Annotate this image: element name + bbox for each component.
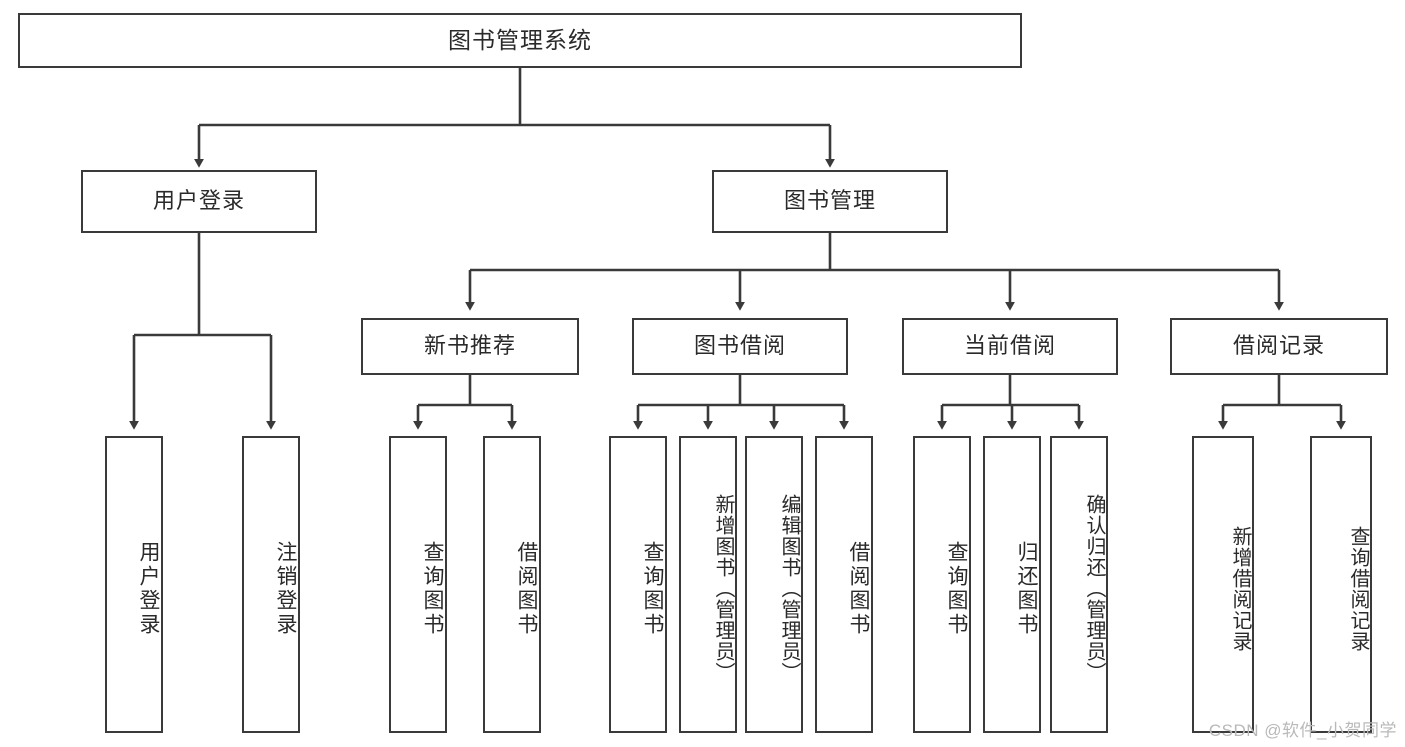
- node-label: 图书管理: [783, 188, 876, 214]
- node-user-login[interactable]: 用户登录: [81, 170, 317, 233]
- node-book-management[interactable]: 图书管理: [712, 170, 948, 233]
- node-label: 用户登录: [137, 540, 160, 637]
- node-label: 编辑图书（管理员）: [778, 494, 800, 683]
- node-label: 确认归还（管理员）: [1083, 494, 1105, 683]
- leaf-user-login-logout[interactable]: 注销登录: [242, 436, 300, 733]
- node-label: 用户登录: [152, 188, 245, 214]
- node-label: 当前借阅: [963, 333, 1056, 359]
- leaf-user-login-login[interactable]: 用户登录: [105, 436, 163, 733]
- node-new-book-recommend[interactable]: 新书推荐: [361, 318, 579, 375]
- node-label: 新增图书（管理员）: [712, 494, 734, 683]
- leaf-new-book-borrow-book[interactable]: 借阅图书: [483, 436, 541, 733]
- node-root-book-management-system[interactable]: 图书管理系统: [18, 13, 1022, 68]
- leaf-borrow-record-query-record[interactable]: 查询借阅记录: [1310, 436, 1372, 733]
- node-label: 查询图书: [945, 540, 968, 637]
- leaf-book-borrow-query-book[interactable]: 查询图书: [609, 436, 667, 733]
- node-label: 查询图书: [641, 540, 664, 637]
- node-label: 借阅图书: [847, 540, 870, 637]
- leaf-current-borrow-confirm-return-admin[interactable]: 确认归还（管理员）: [1050, 436, 1108, 733]
- leaf-current-borrow-query-book[interactable]: 查询图书: [913, 436, 971, 733]
- node-label: 图书借阅: [693, 333, 786, 359]
- node-label: 查询借阅记录: [1347, 525, 1369, 652]
- node-label: 新增借阅记录: [1229, 525, 1251, 652]
- node-label: 借阅图书: [515, 540, 538, 637]
- leaf-new-book-query-book[interactable]: 查询图书: [389, 436, 447, 733]
- leaf-book-borrow-edit-book-admin[interactable]: 编辑图书（管理员）: [745, 436, 803, 733]
- node-current-borrow[interactable]: 当前借阅: [902, 318, 1118, 375]
- leaf-current-borrow-return-book[interactable]: 归还图书: [983, 436, 1041, 733]
- node-label: 借阅记录: [1232, 333, 1325, 359]
- node-book-borrow[interactable]: 图书借阅: [632, 318, 848, 375]
- node-label: 注销登录: [274, 540, 297, 637]
- leaf-book-borrow-add-book-admin[interactable]: 新增图书（管理员）: [679, 436, 737, 733]
- node-borrow-record[interactable]: 借阅记录: [1170, 318, 1388, 375]
- node-label: 图书管理系统: [448, 26, 592, 53]
- csdn-watermark: CSDN @软件_小贺同学: [1208, 721, 1397, 740]
- node-label: 新书推荐: [423, 333, 516, 359]
- leaf-book-borrow-borrow-book[interactable]: 借阅图书: [815, 436, 873, 733]
- leaf-borrow-record-add-record[interactable]: 新增借阅记录: [1192, 436, 1254, 733]
- node-label: 查询图书: [421, 540, 444, 637]
- node-label: 归还图书: [1015, 540, 1038, 637]
